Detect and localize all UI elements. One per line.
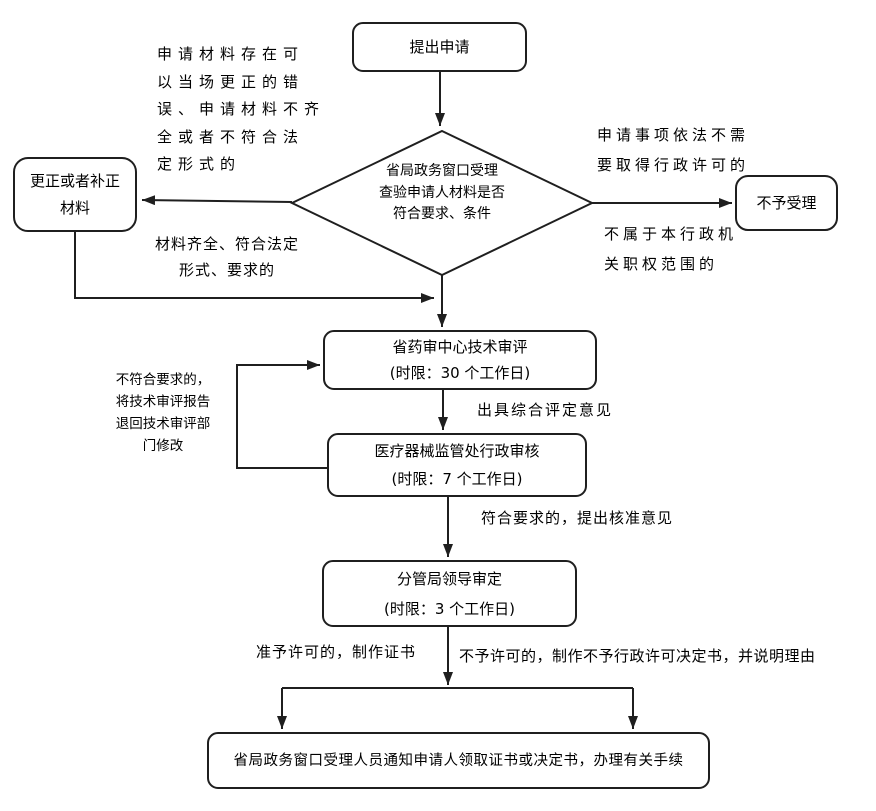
label-not-in-scope: 不属于本行政机 关职权范围的 — [604, 225, 738, 273]
label-issue-opinion: 出具综合评定意见 — [477, 401, 614, 419]
label-deny-license: 不予许可的，制作不予行政许可决定书，并说明理由 — [459, 647, 816, 665]
node-administrative-check: 医疗器械监管处行政审核 (时限：7 个工作日) — [327, 433, 587, 497]
node-technical-review: 省药审中心技术审评 (时限：30 个工作日) — [323, 330, 597, 390]
node-acceptance-decision: 省局政务窗口受理 查验申请人材料是否 符合要求、条件 — [379, 163, 505, 222]
arrow-decision-to-correct — [141, 195, 293, 206]
connector-admin-return-to-review — [236, 360, 327, 469]
node-notify-applicant: 省局政务窗口受理人员通知申请人领取证书或决定书，办理有关手续 — [207, 732, 710, 789]
node-correct-materials: 更正或者补正 材料 — [13, 157, 137, 232]
node-not-accepted: 不予受理 — [735, 175, 838, 231]
label-correctable-error: 申请材料存在可 以当场更正的错 误、申请材料不齐 全或者不符合法 定形式的 — [157, 45, 326, 173]
label-materials-complete: 材料齐全、符合法定 形式、要求的 — [154, 235, 299, 279]
label-qualified-propose: 符合要求的，提出核准意见 — [481, 509, 674, 527]
node-leader-approval: 分管局领导审定 (时限：3 个工作日) — [322, 560, 577, 627]
node-submit-application: 提出申请 — [352, 22, 527, 72]
connector-correct-to-review — [74, 232, 434, 303]
label-return-for-revision: 不符合要求的， 将技术审评报告 退回技术审评部 门修改 — [115, 372, 211, 454]
label-no-license-needed: 申请事项依法不需 要取得行政许可的 — [597, 126, 750, 174]
label-grant-license: 准予许可的，制作证书 — [256, 643, 417, 661]
